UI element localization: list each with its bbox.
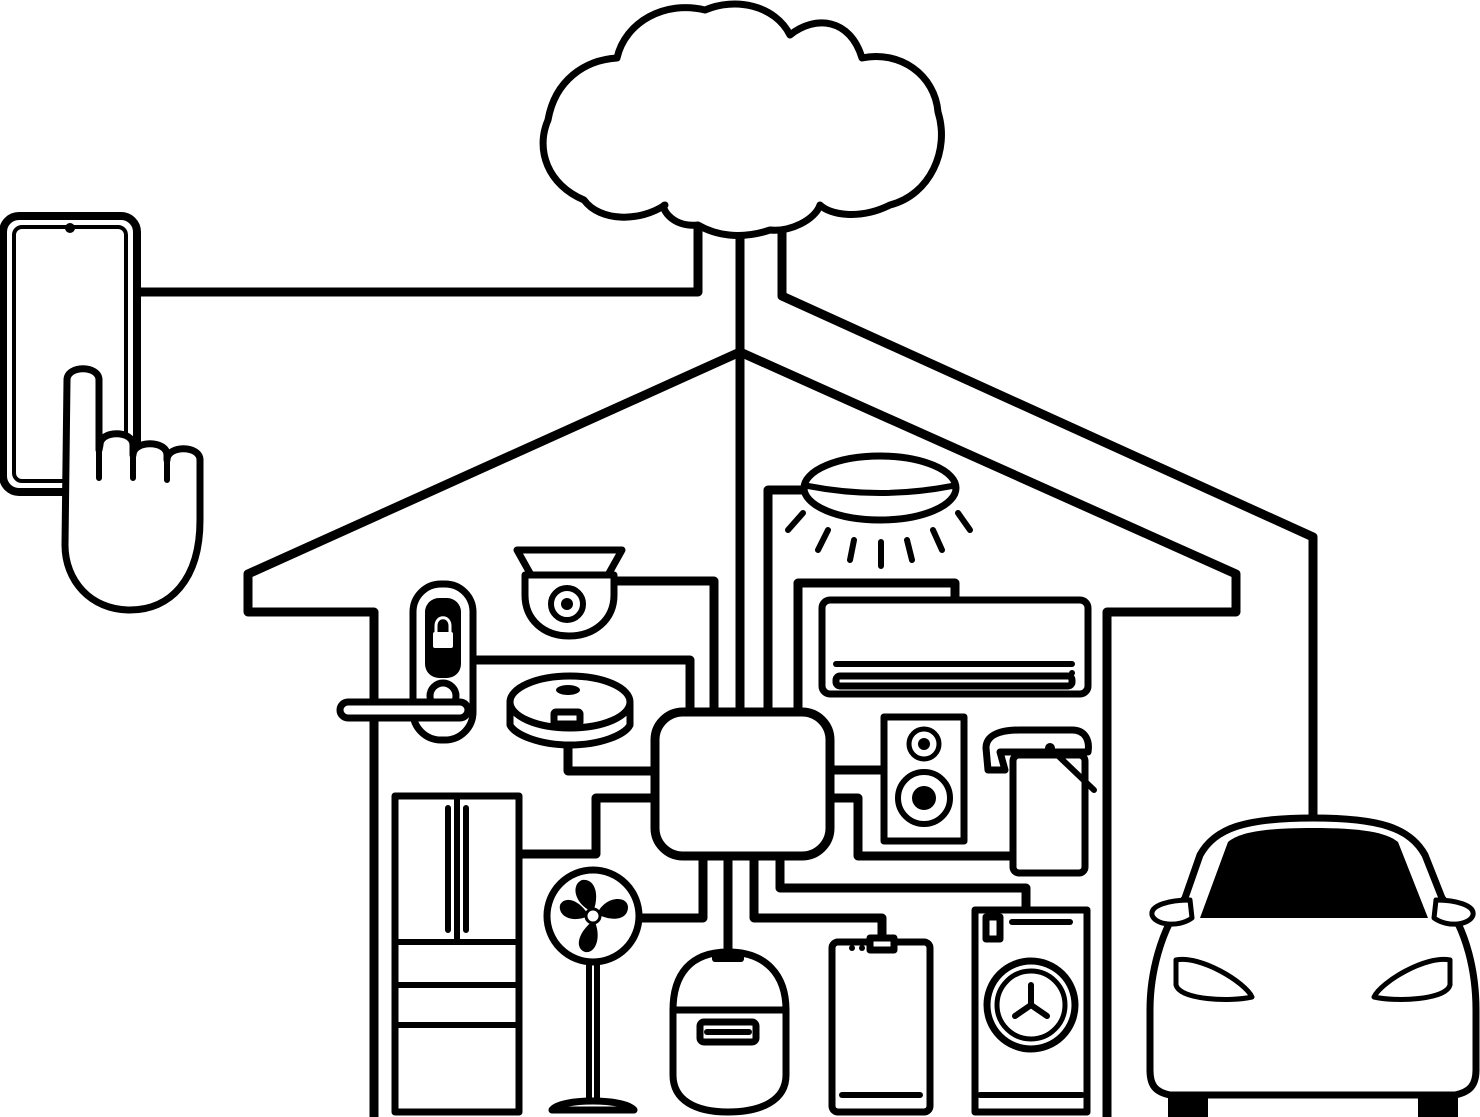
washing-machine-icon: [971, 906, 1091, 1116]
pointing-hand-icon: [61, 365, 204, 614]
hub-to-lock-line: [467, 655, 695, 717]
hub-box: [650, 707, 835, 861]
cloud-to-car-line: [777, 220, 1318, 820]
connection-lines: [133, 220, 1318, 955]
hub-to-washer-line: [775, 851, 1031, 915]
cloud-to-phone-line: [133, 220, 703, 297]
speaker-icon: [880, 713, 968, 845]
hub-to-kettle-line: [825, 793, 1018, 861]
air-conditioner-icon: [818, 596, 1092, 698]
robot-vacuum-icon: [506, 672, 634, 749]
hub-to-camera-line: [613, 576, 719, 717]
hub-to-light-line: [763, 485, 813, 717]
rice-cooker-icon: [669, 948, 790, 1116]
smart-lock-icon: [336, 580, 477, 744]
air-purifier-icon: [828, 934, 934, 1116]
hub-to-fridge-line: [515, 793, 660, 859]
house-outline: [243, 347, 1241, 1117]
hub-to-vacuum-line: [563, 735, 660, 776]
hub-to-ac-line: [793, 578, 960, 717]
hub-to-fan-line: [635, 851, 708, 923]
refrigerator-icon: [391, 792, 523, 1116]
cloud-icon: [539, 0, 945, 239]
fan-icon: [543, 866, 643, 1114]
hand-finger-lines: [96, 447, 170, 483]
car-icon: [1146, 814, 1480, 1117]
dome-camera-icon: [513, 546, 626, 640]
hub-to-purifier-line: [749, 851, 887, 947]
kettle-pot-icon: [982, 726, 1097, 877]
ceiling-light-icon: [785, 452, 973, 569]
